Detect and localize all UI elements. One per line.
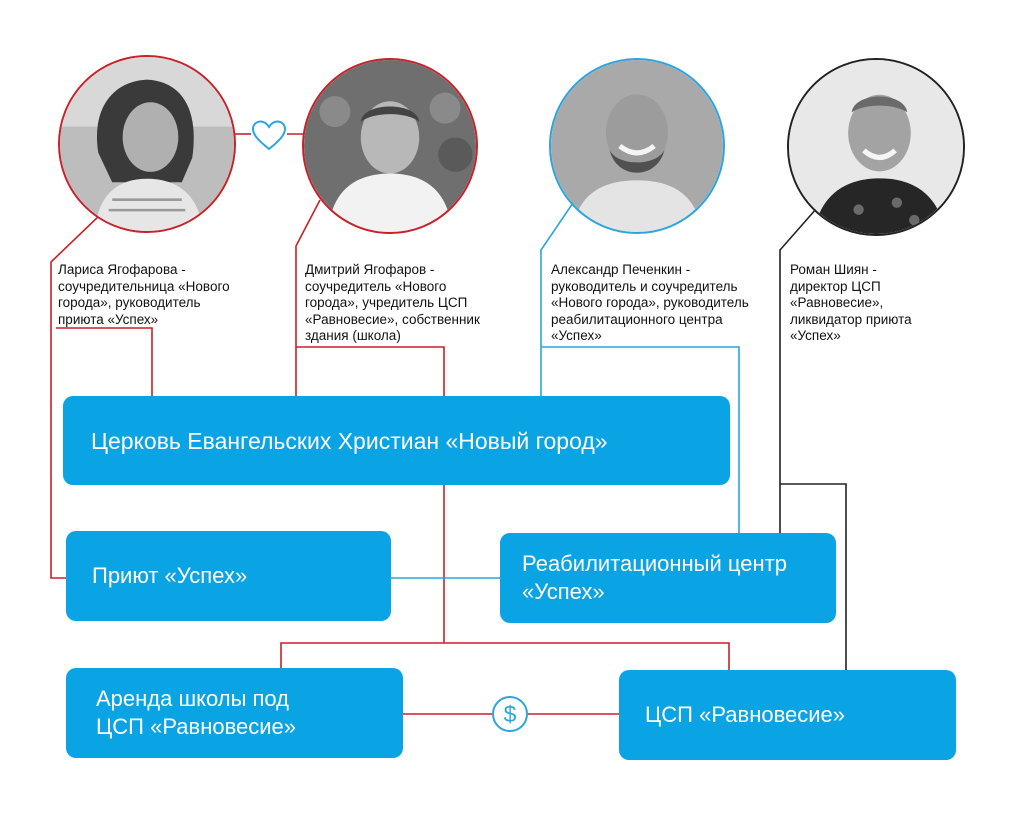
org-rehab-label: Реабилитационный центр «Успех» <box>522 550 787 606</box>
caption-line: «Нового города», руководитель <box>551 295 749 310</box>
portrait-alexander <box>549 58 725 234</box>
caption-line: Александр Печенкин - <box>551 262 691 277</box>
org-shelter-box: Приют «Успех» <box>66 531 391 621</box>
link-larisa-church <box>56 327 153 396</box>
photo-larisa <box>60 57 234 231</box>
caption-larisa: Лариса Ягофарова - соучредительница «Нов… <box>58 262 230 328</box>
org-rent-line: ЦСП «Равновесие» <box>96 714 297 739</box>
org-rent-box: Аренда школы под ЦСП «Равновесие» <box>66 668 403 758</box>
link-roman-down <box>779 199 825 533</box>
caption-line: «Успех» <box>790 328 841 343</box>
caption-line: города», руководитель <box>58 295 201 310</box>
link-dmitry-church <box>295 199 321 396</box>
org-church-label: Церковь Евангельских Христиан «Новый гор… <box>91 427 608 454</box>
caption-line: Лариса Ягофарова - <box>58 262 186 277</box>
caption-line: реабилитационного центра <box>551 311 723 327</box>
org-rehab-box: Реабилитационный центр «Успех» <box>500 533 836 623</box>
org-rent-line: Аренда школы под <box>96 686 290 711</box>
link-alexander-rehab <box>541 346 740 533</box>
caption-line: здания (школа) <box>305 328 401 343</box>
photo-alexander <box>551 60 723 232</box>
caption-line: «Равновесие», собственник <box>305 311 480 327</box>
dollar-icon: $ <box>492 696 528 732</box>
caption-line: города», учредитель ЦСП <box>305 295 468 310</box>
link-dmitry-trunk <box>296 346 445 396</box>
org-csp-label: ЦСП «Равновесие» <box>645 702 846 727</box>
portrait-dmitry <box>302 58 478 234</box>
caption-line: Роман Шиян - <box>790 262 877 277</box>
org-shelter-label: Приют «Успех» <box>92 563 248 588</box>
heart-icon <box>251 120 287 151</box>
org-csp-box: ЦСП «Равновесие» <box>619 670 956 760</box>
caption-line: соучредительница «Нового <box>58 278 230 294</box>
caption-line: соучредитель «Нового <box>305 278 447 294</box>
caption-line: приюта «Успех» <box>58 311 159 327</box>
dollar-symbol: $ <box>503 701 517 727</box>
caption-line: Дмитрий Ягофаров - <box>305 262 435 277</box>
caption-alexander: Александр Печенкин - руководитель и соуч… <box>551 262 749 345</box>
link-split <box>280 642 730 670</box>
photo-dmitry <box>304 60 476 232</box>
org-rehab-line: Реабилитационный центр <box>522 551 787 576</box>
caption-line: «Равновесие», <box>790 295 884 310</box>
caption-dmitry: Дмитрий Ягофаров - соучредитель «Нового … <box>305 262 480 345</box>
caption-line: ликвидатор приюта <box>790 311 912 327</box>
org-rehab-line: «Успех» <box>522 579 605 604</box>
link-roman-csp <box>780 483 847 670</box>
photo-roman <box>789 60 963 234</box>
caption-line: «Успех» <box>551 328 602 343</box>
caption-line: директор ЦСП <box>790 278 881 294</box>
org-church-box: Церковь Евангельских Христиан «Новый гор… <box>63 396 730 485</box>
caption-line: руководитель и соучредитель <box>551 278 738 294</box>
portrait-roman <box>787 58 965 236</box>
caption-roman: Роман Шиян - директор ЦСП «Равновесие», … <box>790 262 912 345</box>
org-rent-label: Аренда школы под ЦСП «Равновесие» <box>96 685 296 741</box>
portrait-larisa <box>58 55 236 233</box>
link-larisa-shelter <box>50 214 101 579</box>
